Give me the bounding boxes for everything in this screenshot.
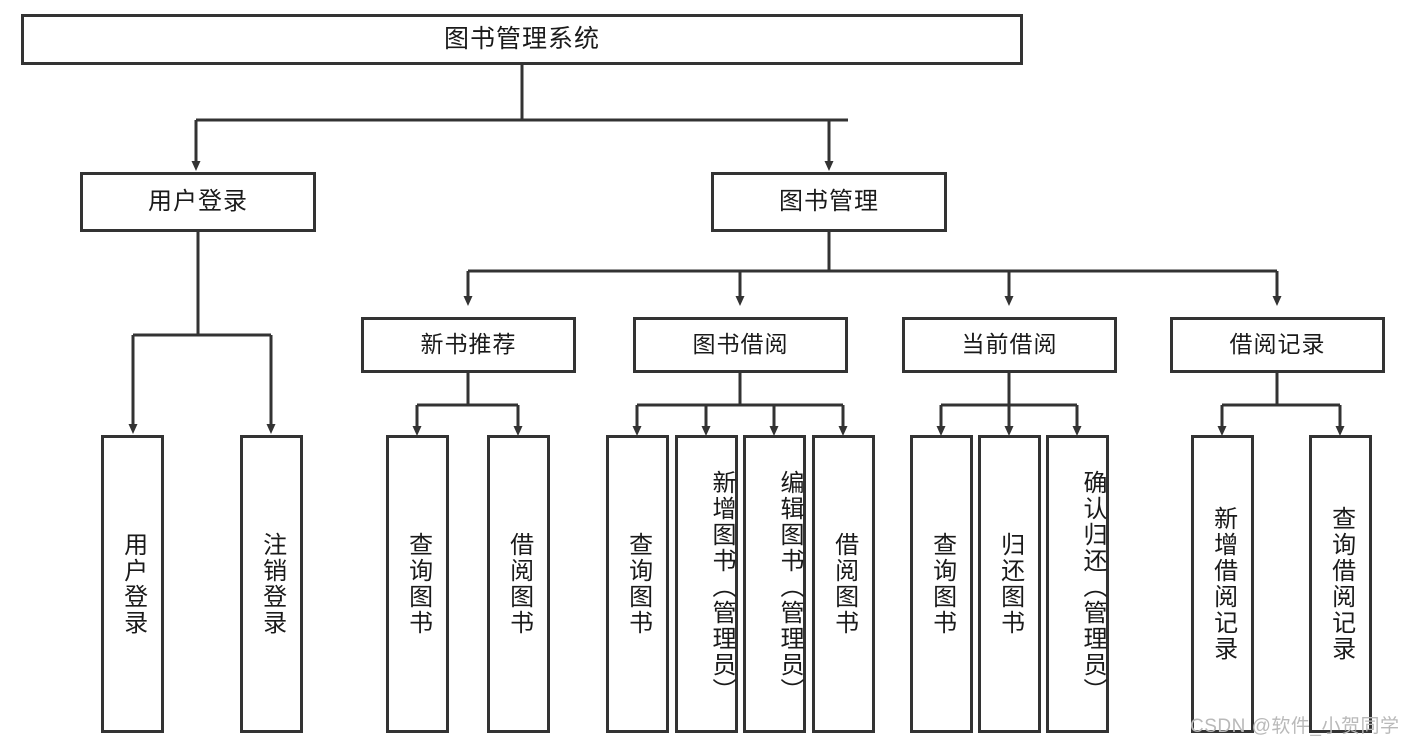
leaf-query-book-recommend-label: 查询图书: [404, 532, 432, 636]
leaf-add-book[interactable]: 新增图书（管理员）: [675, 435, 738, 733]
leaf-user-login-label: 用户登录: [119, 532, 147, 636]
node-book-borrow-label: 图书借阅: [692, 331, 789, 358]
leaf-confirm-return[interactable]: 确认归还（管理员）: [1046, 435, 1109, 733]
leaf-add-borrow-record-label: 新增借阅记录: [1209, 506, 1237, 662]
watermark-text: CSDN @软件_小贺同学: [1190, 716, 1400, 737]
leaf-logout[interactable]: 注销登录: [240, 435, 303, 733]
node-current-borrow[interactable]: 当前借阅: [902, 317, 1117, 373]
leaf-borrow-book-recommend-label: 借阅图书: [505, 532, 533, 636]
leaf-add-book-label: 新增图书（管理员）: [708, 470, 735, 704]
leaf-borrow-book-recommend[interactable]: 借阅图书: [487, 435, 550, 733]
node-borrow-record[interactable]: 借阅记录: [1170, 317, 1385, 373]
node-new-book-recommend-label: 新书推荐: [420, 331, 517, 358]
leaf-query-book-borrow-label: 查询图书: [624, 532, 652, 636]
node-root-label: 图书管理系统: [443, 24, 600, 53]
leaf-query-book-recommend[interactable]: 查询图书: [386, 435, 449, 733]
node-book-manage-label: 图书管理: [779, 187, 879, 215]
leaf-add-borrow-record[interactable]: 新增借阅记录: [1191, 435, 1254, 733]
leaf-query-borrow-record[interactable]: 查询借阅记录: [1309, 435, 1372, 733]
leaf-borrow-book-label: 借阅图书: [830, 532, 858, 636]
leaf-edit-book-label: 编辑图书（管理员）: [776, 470, 803, 704]
node-borrow-record-label: 借阅记录: [1229, 331, 1326, 358]
leaf-borrow-book[interactable]: 借阅图书: [812, 435, 875, 733]
leaf-query-borrow-record-label: 查询借阅记录: [1327, 506, 1355, 662]
leaf-user-login[interactable]: 用户登录: [101, 435, 164, 733]
leaf-edit-book[interactable]: 编辑图书（管理员）: [743, 435, 806, 733]
node-new-book-recommend[interactable]: 新书推荐: [361, 317, 576, 373]
leaf-confirm-return-label: 确认归还（管理员）: [1079, 470, 1106, 704]
leaf-return-book[interactable]: 归还图书: [978, 435, 1041, 733]
node-book-borrow[interactable]: 图书借阅: [633, 317, 848, 373]
leaf-return-book-label: 归还图书: [996, 532, 1024, 636]
leaf-query-book-borrow[interactable]: 查询图书: [606, 435, 669, 733]
node-root[interactable]: 图书管理系统: [21, 14, 1023, 65]
node-user-login[interactable]: 用户登录: [80, 172, 316, 232]
leaf-logout-label: 注销登录: [258, 532, 286, 636]
node-book-manage[interactable]: 图书管理: [711, 172, 947, 232]
node-current-borrow-label: 当前借阅: [961, 331, 1058, 358]
leaf-query-book-current[interactable]: 查询图书: [910, 435, 973, 733]
node-user-login-label: 用户登录: [148, 187, 248, 215]
leaf-query-book-current-label: 查询图书: [928, 532, 956, 636]
